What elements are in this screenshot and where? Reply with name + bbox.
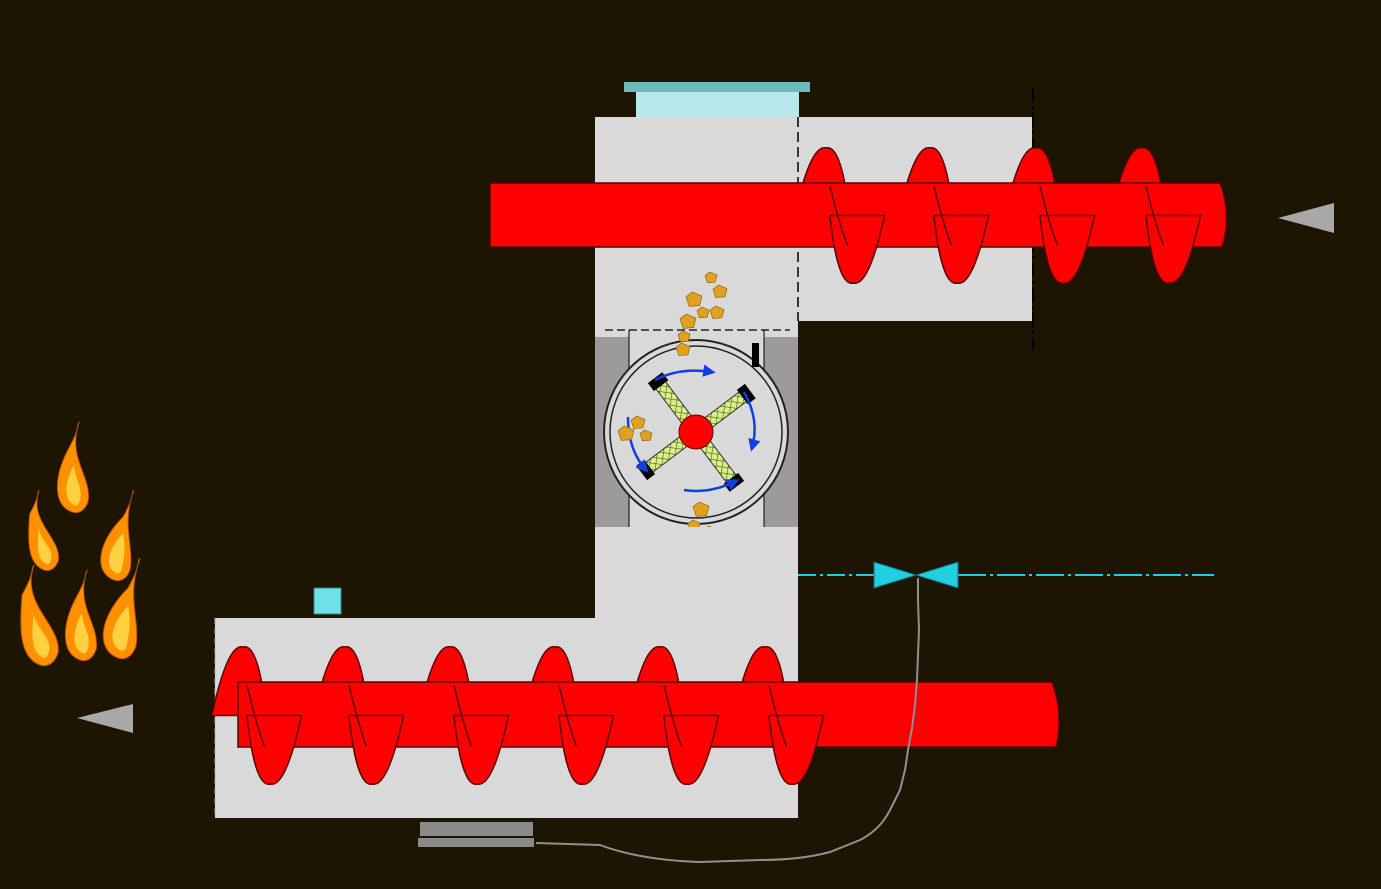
screw-helix-line xyxy=(453,684,473,747)
material-particle xyxy=(685,291,703,307)
fire-icon xyxy=(20,421,141,667)
lower-screw-shaft xyxy=(237,681,1060,748)
flame xyxy=(28,489,59,571)
material-particle xyxy=(675,342,691,356)
bottom-sensor xyxy=(418,822,534,847)
flame xyxy=(20,564,59,667)
material-particle xyxy=(679,313,697,329)
screw-helix-line xyxy=(933,185,952,246)
signal-wire xyxy=(535,578,921,864)
material-particle xyxy=(639,429,653,442)
flame xyxy=(100,489,135,582)
material-particle xyxy=(692,501,710,517)
butterfly-valve-icon[interactable] xyxy=(873,561,959,589)
rotation-arrows xyxy=(626,364,761,493)
screw-helix-line xyxy=(768,684,788,747)
screw-helix-line xyxy=(1039,185,1058,246)
flame xyxy=(102,557,141,660)
flame xyxy=(57,421,89,514)
material-particle xyxy=(704,271,718,284)
level-sensor xyxy=(313,587,342,615)
rotor-hub xyxy=(678,414,714,450)
lower-screw-conveyor xyxy=(210,646,1060,785)
material-particle xyxy=(617,425,635,441)
screw-flight xyxy=(246,714,303,785)
screw-helix-line xyxy=(1145,185,1164,246)
lower-screw-flights-front xyxy=(246,684,825,785)
material-particle xyxy=(709,305,725,319)
material-particle xyxy=(630,415,646,429)
left-triangle-arrow-icon xyxy=(1278,203,1334,233)
screw-flight xyxy=(558,714,615,785)
inlet-cap xyxy=(624,82,810,117)
screw-helix-line xyxy=(663,684,683,747)
screw-flight xyxy=(768,714,825,785)
material-particle xyxy=(712,284,728,298)
screw-helix-line xyxy=(829,185,848,246)
screw-flight xyxy=(663,714,720,785)
upper-screw-flights-front xyxy=(829,185,1202,284)
screw-flight xyxy=(348,714,405,785)
screw-helix-line xyxy=(558,684,578,747)
screw-helix-line xyxy=(348,684,368,747)
material-particle xyxy=(696,306,710,319)
screw-flight xyxy=(453,714,510,785)
flame xyxy=(65,569,97,662)
seal-strip xyxy=(752,343,759,367)
screw-helix-line xyxy=(246,684,266,747)
left-triangle-arrow-icon xyxy=(77,704,133,733)
material-particle xyxy=(677,330,691,343)
upper-screw-conveyor xyxy=(489,147,1228,284)
